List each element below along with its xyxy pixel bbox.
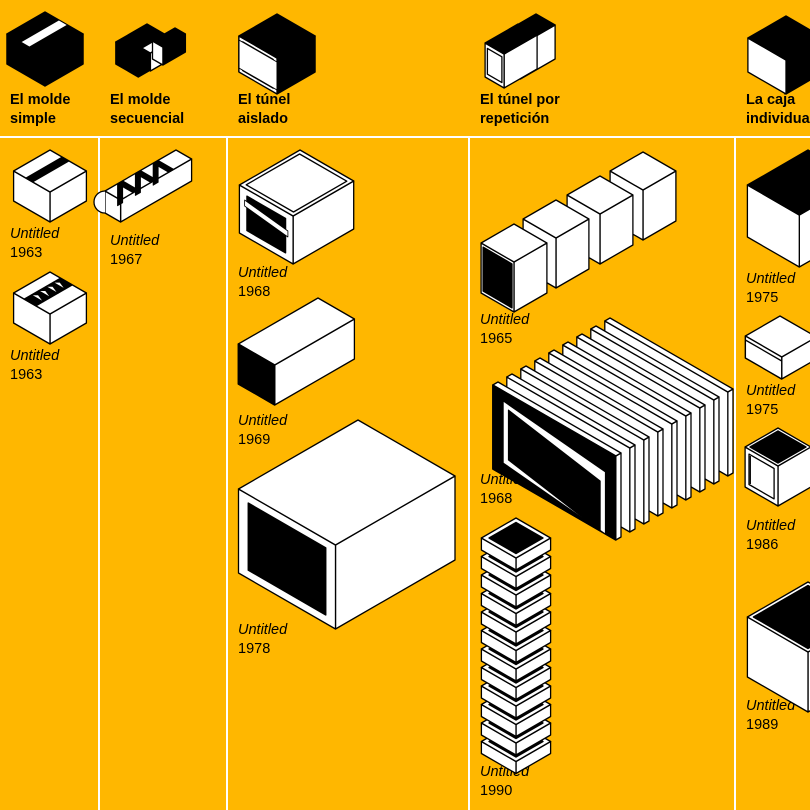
artwork-untitled-1963-b	[12, 271, 88, 345]
work-caption: Untitled 1968	[238, 264, 287, 302]
work-year: 1990	[480, 783, 513, 799]
category-heading-molde-secuencial: El molde secuencial	[110, 91, 184, 129]
work-year: 1963	[10, 367, 43, 383]
work-year: 1968	[480, 491, 513, 507]
artwork-untitled-1963-a	[12, 149, 88, 223]
heading-line: repetición	[480, 111, 550, 127]
artwork-untitled-1968-frames	[492, 317, 734, 541]
column-divider	[226, 136, 228, 810]
work-year: 1963	[10, 245, 43, 261]
work-title: Untitled	[480, 312, 530, 328]
work-title: Untitled	[110, 233, 160, 249]
work-title: Untitled	[746, 698, 796, 714]
category-heading-tunel-aislado: El túnel aislado	[238, 91, 290, 129]
sequential-mold-icon	[115, 23, 187, 78]
work-year: 1989	[746, 717, 779, 733]
work-year: 1967	[110, 252, 143, 268]
work-title: Untitled	[10, 348, 60, 364]
heading-line: simple	[10, 111, 56, 127]
category-heading-caja-individual: La caja individual	[746, 91, 810, 129]
artwork-untitled-1990-tower	[480, 517, 552, 775]
artwork-untitled-1965-cubes	[480, 151, 677, 313]
artwork-untitled-1969-tunnel	[237, 297, 356, 406]
category-heading-molde-simple: El molde simple	[10, 91, 70, 129]
work-caption: Untitled 1963	[10, 225, 59, 263]
work-caption: Untitled 1969	[238, 412, 287, 450]
work-title: Untitled	[238, 622, 288, 638]
heading-line: El molde	[110, 92, 171, 108]
work-title: Untitled	[746, 383, 796, 399]
work-title: Untitled	[238, 265, 288, 281]
individual-box-icon	[747, 15, 810, 95]
work-caption: Untitled 1986	[746, 517, 795, 555]
artwork-untitled-1975-box-a	[746, 149, 810, 268]
simple-mold-icon	[6, 11, 84, 87]
artwork-untitled-1986-box	[744, 427, 810, 507]
artwork-untitled-1989-box	[746, 581, 810, 713]
column-divider	[98, 136, 100, 810]
work-caption: Untitled 1975	[746, 270, 795, 308]
heading-line: El túnel por	[480, 92, 560, 108]
heading-line: secuencial	[110, 111, 185, 127]
work-caption: Untitled 1965	[480, 311, 529, 349]
heading-line: El túnel	[238, 92, 291, 108]
work-year: 1969	[238, 432, 271, 448]
artwork-untitled-1978-tunnel	[237, 419, 456, 630]
work-title: Untitled	[746, 518, 796, 534]
isolated-tunnel-icon	[238, 13, 316, 95]
artwork-untitled-1975-box-b	[744, 315, 810, 380]
heading-line: La caja	[746, 92, 796, 108]
work-caption: Untitled 1989	[746, 697, 795, 735]
heading-line: individual	[746, 111, 810, 127]
work-year: 1965	[480, 331, 513, 347]
artwork-untitled-1967	[93, 149, 193, 223]
column-divider	[468, 136, 470, 810]
heading-line: aislado	[238, 111, 288, 127]
work-title: Untitled	[10, 226, 60, 242]
work-title: Untitled	[238, 413, 288, 429]
work-title: Untitled	[746, 271, 796, 287]
work-caption: Untitled 1967	[110, 232, 159, 270]
work-year: 1975	[746, 402, 779, 418]
column-divider	[734, 136, 736, 810]
work-year: 1986	[746, 537, 779, 553]
header-divider	[0, 136, 810, 138]
category-heading-tunel-repeticion: El túnel por repetición	[480, 91, 560, 129]
work-caption: Untitled 1978	[238, 621, 287, 659]
heading-line: El molde	[10, 92, 71, 108]
repeated-tunnel-icon	[484, 13, 556, 89]
artwork-untitled-1968-tunnel	[238, 149, 355, 265]
work-year: 1968	[238, 284, 271, 300]
work-caption: Untitled 1963	[10, 347, 59, 385]
work-year: 1975	[746, 290, 779, 306]
work-year: 1978	[238, 641, 271, 657]
work-caption: Untitled 1975	[746, 382, 795, 420]
